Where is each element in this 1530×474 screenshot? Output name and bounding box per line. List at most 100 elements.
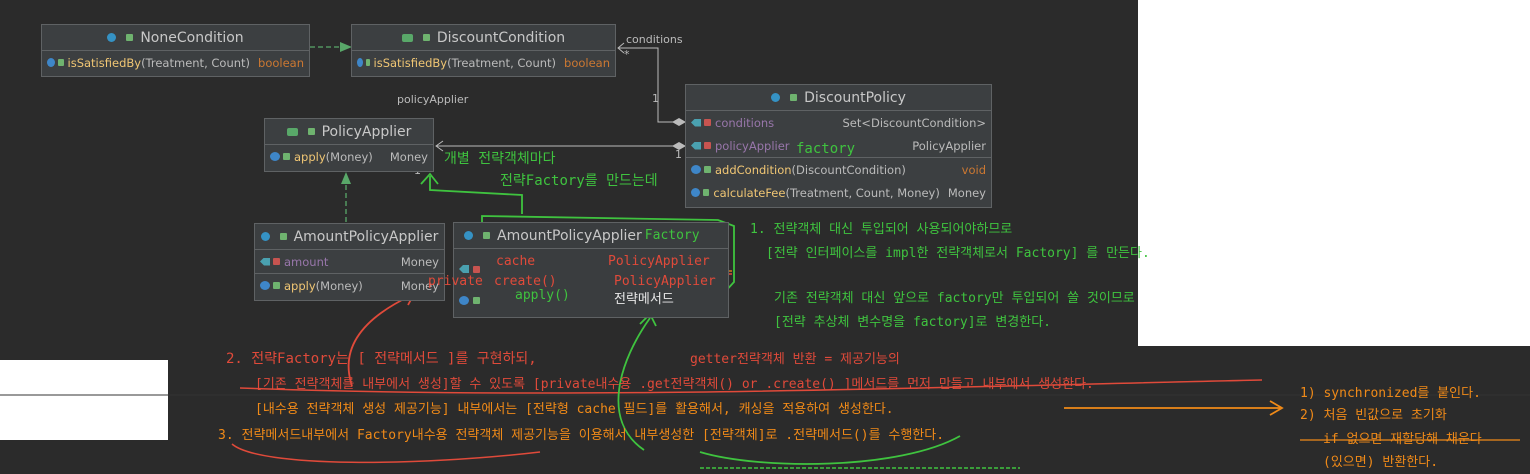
method-name: apply — [294, 149, 326, 164]
green-note-2a: 기존 전략객체 대신 앞으로 factory만 투입되어 쓸 것이므로 — [774, 291, 1135, 306]
lock-icon — [283, 153, 290, 160]
field-name: amount — [284, 254, 329, 269]
red-underline-bottom — [231, 443, 541, 464]
method-params: (Money) — [325, 149, 373, 164]
edge-label-conditions: conditions — [626, 33, 683, 46]
orange-note-r4: (있으면) 반환한다. — [1323, 455, 1439, 470]
method-return: boolean — [258, 55, 304, 70]
field-type: Money — [400, 254, 439, 269]
lock-icon — [703, 189, 710, 196]
red-arrow-up — [347, 295, 411, 387]
field-icon — [260, 257, 270, 266]
method-params: (Treatment, Count) — [447, 55, 557, 70]
lock-icon — [704, 119, 711, 126]
red-note-2c: [기존 전략객체를 내부에서 생성]할 수 있도록 [private내수용 .g… — [255, 377, 1094, 392]
factory-cache-field: cache — [496, 254, 536, 269]
class-discount-condition[interactable]: DiscountCondition isSatisfiedBy(Treatmen… — [351, 24, 616, 77]
factory-apply-desc: 전략메서드 — [614, 292, 674, 307]
class-name: AmountPolicyApplier — [293, 228, 439, 245]
lock-icon — [57, 59, 64, 66]
field-type: PolicyApplier — [912, 138, 986, 153]
field-icon — [691, 118, 701, 127]
green-note-1a: 1. 전략객체 대신 투입되어 사용되어야하므로 — [750, 222, 1013, 237]
method-params: (Money) — [315, 278, 363, 293]
method-name: isSatisfiedBy — [373, 55, 448, 70]
class-name: NoneCondition — [140, 29, 244, 46]
white-region-left — [0, 360, 168, 440]
edge-label-one-b: 1 — [675, 148, 682, 161]
lock-icon — [790, 94, 798, 101]
field-type: Set<DiscountCondition> — [842, 115, 986, 130]
method-icon — [260, 281, 270, 290]
method-icon — [691, 188, 700, 197]
field-icon — [459, 265, 469, 273]
white-region-right — [1138, 0, 1530, 346]
factory-private-label: private — [428, 274, 483, 289]
lock-icon — [126, 34, 134, 41]
class-icon — [771, 93, 781, 102]
method-return: Money — [947, 185, 986, 200]
method-return: boolean — [564, 55, 610, 70]
class-icon — [260, 232, 270, 241]
class-policy-applier[interactable]: PolicyApplier apply(Money) Money — [264, 118, 434, 172]
red-note-2b: getter전략객체 반환 = 제공기능의 — [690, 352, 900, 367]
factory-apply-method: apply() — [515, 288, 570, 303]
red-note-2a: 2. 전략Factory는 [ 전략메서드 ]를 구현하되, — [226, 351, 537, 367]
orange-note-1: [내수용 전략객체 생성 제공기능] 내부에서는 [전략형 cache 필드]를… — [255, 402, 894, 417]
hand-arrowhead-green — [420, 172, 439, 185]
factory-create-type: PolicyApplier — [614, 274, 716, 289]
method-name: addCondition — [715, 162, 792, 177]
lock-icon — [704, 166, 711, 173]
arrowhead-amount-applier — [341, 172, 351, 184]
factory-create-method: create() — [494, 274, 557, 289]
factory-word: factory — [796, 141, 856, 157]
diamond-policy-applier — [672, 142, 686, 150]
method-return: Money — [389, 149, 428, 164]
red-underline — [239, 379, 1263, 394]
factory-cache-type: PolicyApplier — [608, 254, 710, 269]
orange-note-3: 3. 전략메서드내부에서 Factory내수용 전략객체 제공기능을 이용해서 … — [218, 428, 945, 443]
class-name: AmountPolicyApplier — [497, 227, 642, 244]
lock-icon — [704, 142, 711, 149]
lock-icon — [473, 266, 480, 273]
orange-arrowhead — [1269, 400, 1284, 416]
field-name: policyApplier — [715, 138, 790, 153]
green-note-1b: [전략 인터페이스를 impl한 전략객체로서 Factory] 를 만든다. — [766, 246, 1150, 261]
class-none-condition[interactable]: NoneCondition isSatisfiedBy(Treatment, C… — [41, 24, 310, 77]
factory-suffix: Factory — [644, 228, 700, 243]
class-discount-policy[interactable]: DiscountPolicy conditions Set<DiscountCon… — [685, 84, 992, 208]
orange-note-r3: if 없으면 재할당해 채운다 — [1323, 432, 1482, 447]
method-icon — [357, 58, 363, 67]
class-name: DiscountPolicy — [804, 89, 906, 106]
orange-note-r1: 1) synchronized를 붙인다. — [1300, 386, 1481, 401]
method-return: void — [961, 162, 986, 177]
class-icon — [107, 33, 117, 42]
class-name: DiscountCondition — [436, 29, 566, 46]
interface-icon — [286, 127, 298, 136]
method-name: calculateFee — [713, 185, 786, 200]
field-name: conditions — [715, 115, 775, 130]
edge-label-policy-applier: policyApplier — [397, 93, 469, 106]
edge-label-star: * — [624, 48, 630, 61]
lock-icon — [273, 282, 280, 289]
field-icon — [691, 141, 701, 150]
method-icon — [270, 152, 280, 161]
green-note-2b: [전략 추상체 변수명을 factory]로 변경한다. — [774, 315, 1052, 330]
interface-icon — [401, 33, 413, 42]
green-note-top2: 전략Factory를 만드는데 — [500, 173, 658, 189]
class-name: PolicyApplier — [321, 123, 412, 140]
diamond-conditions — [672, 118, 686, 126]
lock-icon — [365, 59, 370, 66]
green-loop-bottom — [699, 435, 961, 465]
lock-icon — [273, 258, 280, 265]
lock-icon — [307, 128, 315, 135]
orange-note-r2: 2) 처음 빈값으로 초기화 — [1300, 408, 1447, 423]
method-params: (Treatment, Count, Money) — [785, 185, 940, 200]
green-loop-arrow — [617, 317, 651, 451]
green-note-top1: 개별 전략객체마다 — [444, 151, 556, 167]
method-icon — [47, 58, 55, 67]
method-icon — [691, 165, 701, 174]
